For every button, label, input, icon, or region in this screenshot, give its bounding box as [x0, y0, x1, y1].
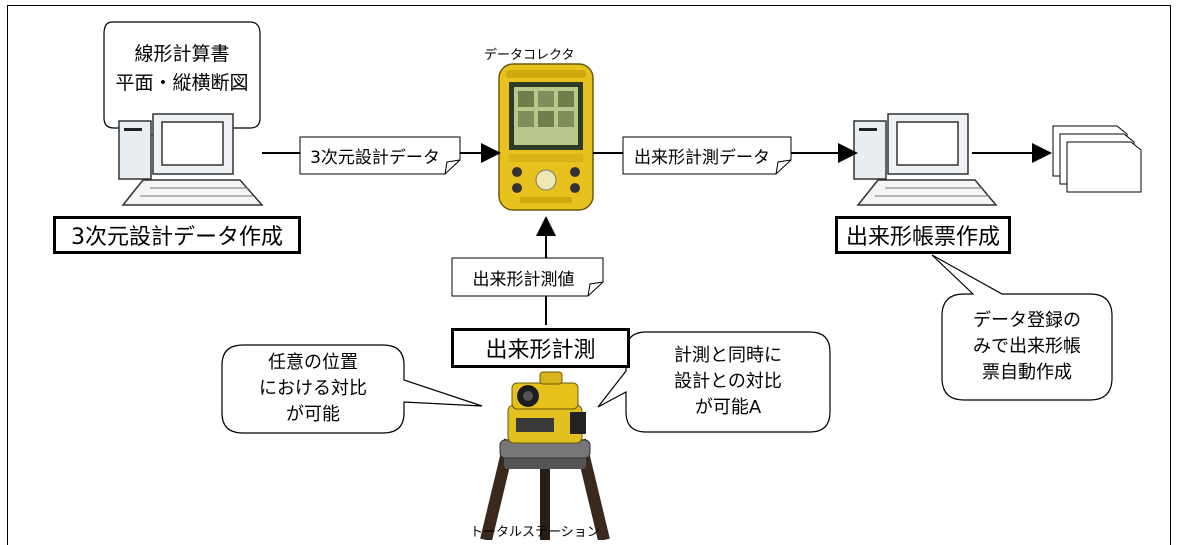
- center-bubble-line1: 計測と同時に: [674, 345, 782, 366]
- left-computer-icon: [118, 113, 264, 206]
- measurement-label: 出来形計測: [485, 338, 596, 363]
- report-creation-box: 出来形帳票作成: [835, 216, 1011, 254]
- data-collector-icon: [498, 63, 594, 211]
- right-bubble-line2: みで出来形帳: [973, 336, 1081, 357]
- left-bubble-line1: 任意の位置: [268, 352, 358, 373]
- measured-values-note-shape: [451, 257, 604, 297]
- right-speech-bubble: [931, 254, 1113, 401]
- right-bubble-line1: データ登録の: [973, 310, 1081, 331]
- design-data-note-shape: [299, 136, 461, 175]
- design-data-creation-label: 3次元設計データ作成: [71, 225, 283, 250]
- measured-data-label: 出来形計測データ: [634, 148, 770, 168]
- report-creation-label: 出来形帳票作成: [845, 225, 1000, 250]
- right-bubble-line3: 票自動作成: [982, 362, 1072, 383]
- measured-data-note-shape: [622, 136, 792, 175]
- report-documents-icon: [1052, 125, 1142, 193]
- measured-values-label: 出来形計測値: [472, 269, 575, 290]
- data-collector-label: データコレクタ: [484, 48, 575, 63]
- design-data-label: 3次元設計データ: [310, 148, 440, 168]
- design-data-note: 3次元設計データ: [300, 137, 450, 174]
- measured-data-note: 出来形計測データ: [623, 137, 781, 174]
- measured-values-note: 出来形計測値: [452, 258, 595, 296]
- right-bubble-text: データ登録の みで出来形帳 票自動作成: [942, 308, 1112, 386]
- document-callout-text: 線形計算書 平面・縦横断図: [104, 40, 260, 98]
- center-bubble-line2: 設計との対比: [674, 371, 782, 392]
- document-title-line2: 平面・縦横断図: [115, 72, 249, 94]
- right-computer-icon: [853, 113, 998, 206]
- total-station-label: トータルステーション: [470, 525, 600, 540]
- center-bubble-line3: が可能A: [694, 397, 762, 418]
- left-bubble-line2: における対比: [259, 378, 367, 399]
- center-bubble-text: 計測と同時に 設計との対比 が可能A: [626, 343, 830, 421]
- measurement-box: 出来形計測: [451, 328, 630, 368]
- left-bubble-line3: が可能: [286, 404, 340, 425]
- left-bubble-text: 任意の位置 における対比 が可能: [222, 350, 404, 428]
- design-data-creation-box: 3次元設計データ作成: [53, 216, 301, 254]
- document-title-line1: 線形計算書: [134, 43, 230, 65]
- total-station-icon: [480, 371, 610, 540]
- left-speech-bubble: [221, 344, 483, 434]
- diagram-frame: [7, 5, 1171, 545]
